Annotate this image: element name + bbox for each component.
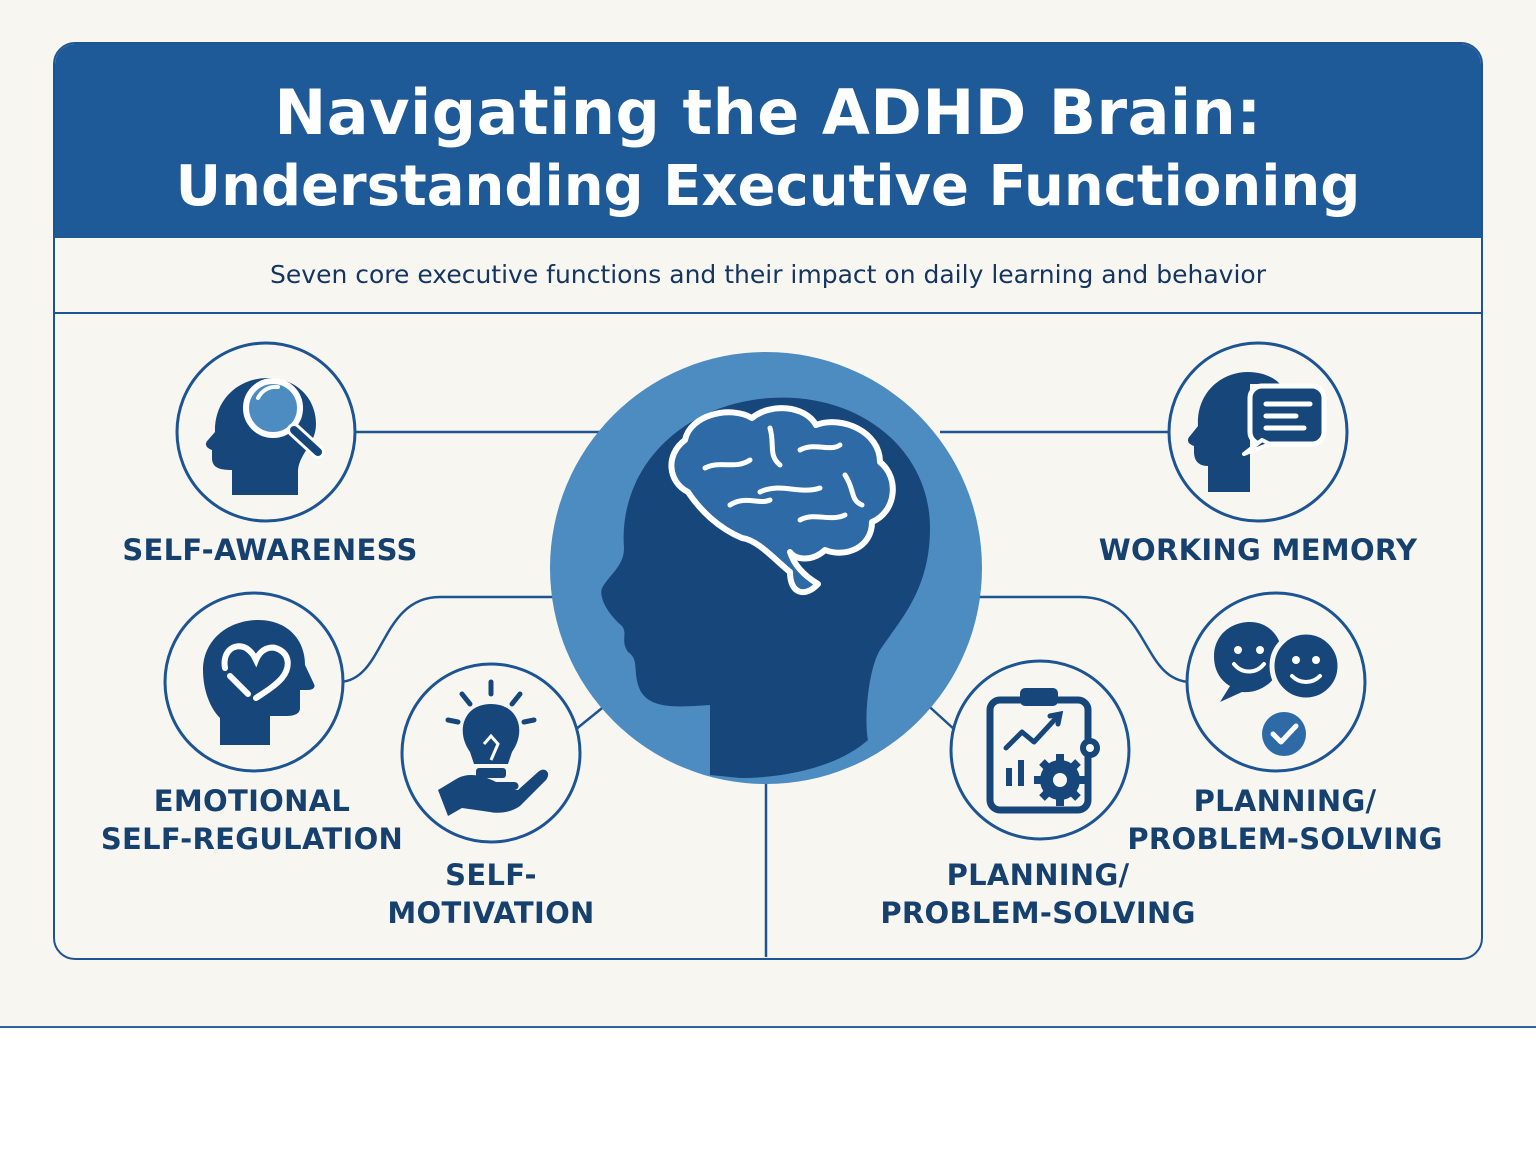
head-with-brain-icon bbox=[550, 352, 982, 784]
connector-emotional-self-regulation bbox=[339, 595, 560, 684]
infographic-card: Navigating the ADHD Brain: Understanding… bbox=[53, 42, 1483, 960]
title-line-2: Understanding Executive Functioning bbox=[175, 154, 1361, 219]
head-magnifier-icon bbox=[175, 341, 357, 523]
label-planning-problem-solving-2: PLANNING/ PROBLEM-SOLVING bbox=[1127, 784, 1443, 856]
head-chat-icon bbox=[1167, 341, 1349, 523]
label-planning-problem-solving-1: PLANNING/ PROBLEM-SOLVING bbox=[880, 858, 1196, 930]
connector-planning-2 bbox=[975, 595, 1191, 684]
label-self-awareness: SELF-AWARENESS bbox=[122, 533, 418, 567]
lightbulb-hand-icon bbox=[400, 662, 582, 844]
subtitle: Seven core executive functions and their… bbox=[270, 260, 1266, 289]
faces-check-icon bbox=[1185, 591, 1367, 773]
title-line-1: Navigating the ADHD Brain: bbox=[274, 76, 1262, 149]
head-heart-icon bbox=[163, 591, 345, 773]
clipboard-gears-icon bbox=[949, 659, 1131, 841]
label-working-memory: WORKING MEMORY bbox=[1098, 533, 1418, 567]
label-self-motivation: SELF- MOTIVATION bbox=[387, 858, 595, 930]
title-banner: Navigating the ADHD Brain: Understanding… bbox=[55, 44, 1481, 238]
executive-functions-diagram bbox=[163, 341, 1367, 957]
label-emotional-self-regulation: EMOTIONAL SELF-REGULATION bbox=[100, 784, 404, 856]
subtitle-band: Seven core executive functions and their… bbox=[55, 238, 1481, 314]
